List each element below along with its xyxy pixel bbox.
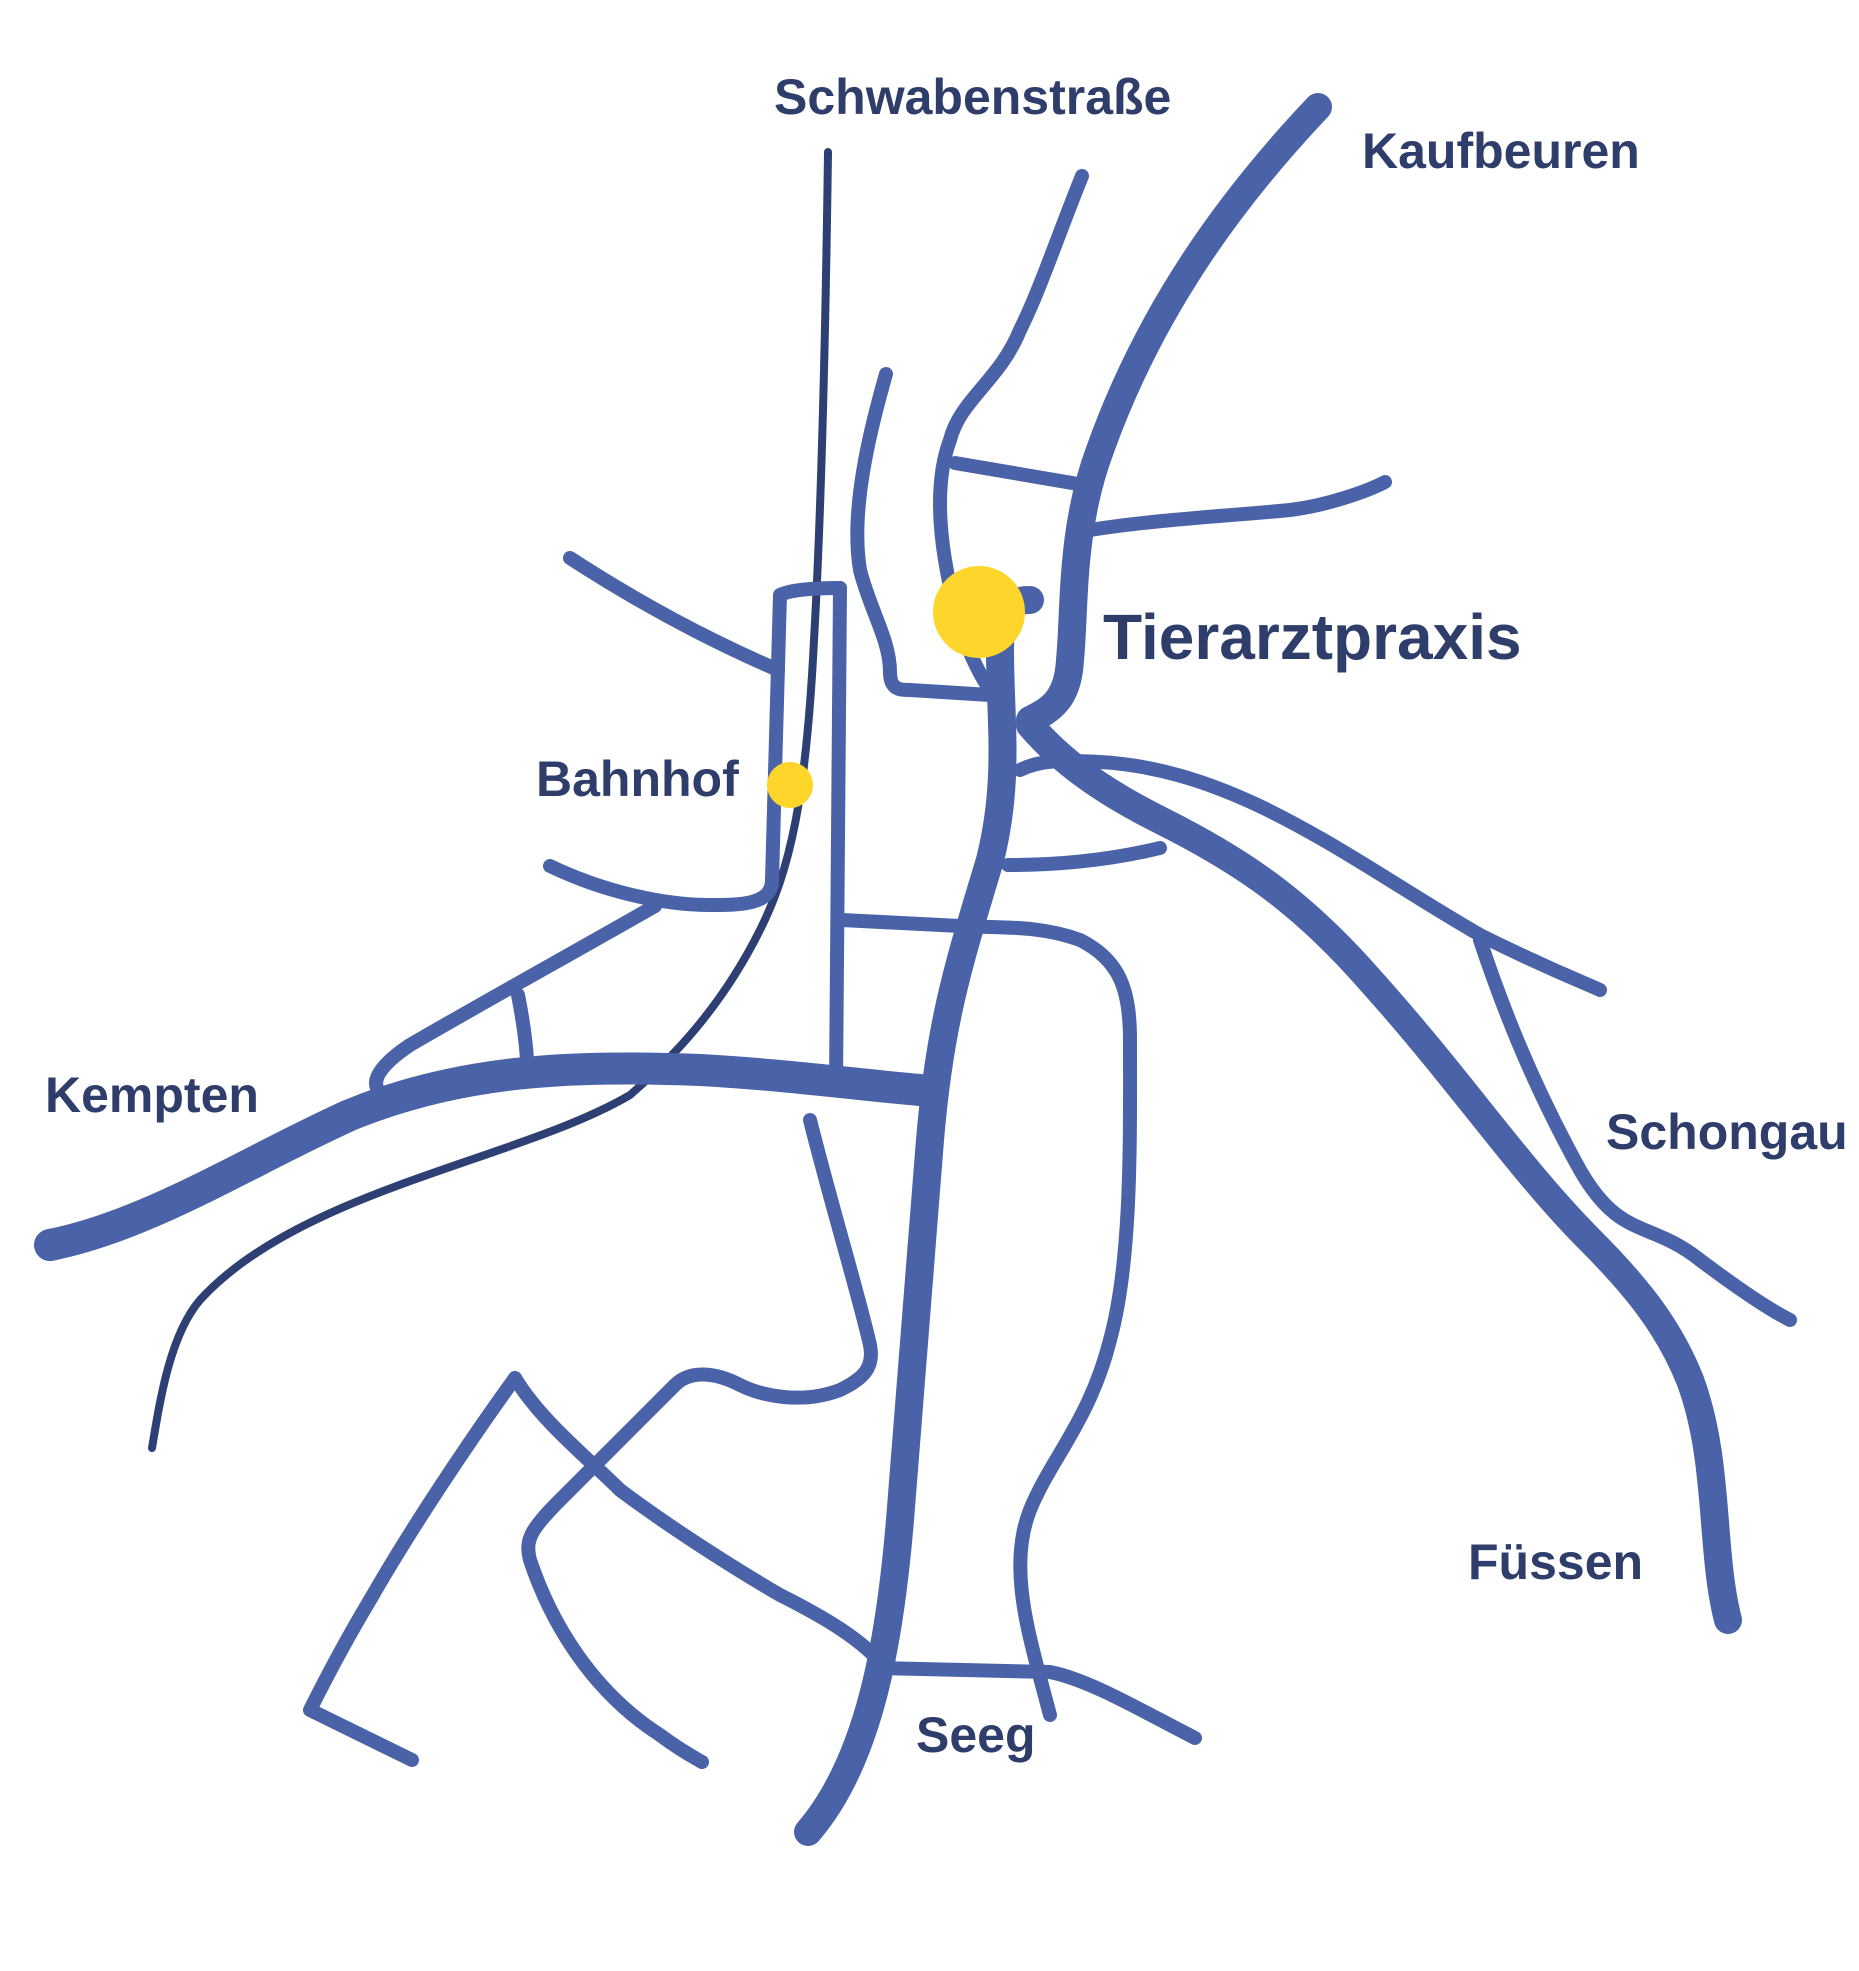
railway-line xyxy=(148,148,832,1452)
label-schongau: Schongau xyxy=(1606,1104,1848,1160)
bahnhof-marker[interactable] xyxy=(767,762,813,808)
label-schwabenstrasse: Schwabenstraße xyxy=(774,69,1172,125)
road-east-upper xyxy=(1083,475,1392,537)
road-south-center xyxy=(521,1113,878,1769)
road-kaufbeuren xyxy=(1016,93,1332,734)
road-northwest xyxy=(563,551,785,677)
road-east-cross xyxy=(1001,841,1167,872)
road-fuessen xyxy=(1016,711,1742,1634)
label-kaufbeuren: Kaufbeuren xyxy=(1362,123,1640,179)
label-kempten: Kempten xyxy=(45,1067,259,1123)
label-tierarztpraxis: Tierarztpraxis xyxy=(1103,601,1522,673)
road-south-diagonal xyxy=(508,1371,885,1667)
road-bahnhof-vertical xyxy=(829,581,847,1092)
label-fuessen: Füssen xyxy=(1468,1534,1644,1590)
road-north-connector xyxy=(948,456,1085,491)
road-bahnhof-loop xyxy=(543,581,847,912)
road-schongau xyxy=(1013,753,1607,997)
road-southwest xyxy=(303,1371,522,1767)
road-seeg xyxy=(873,1661,1202,1745)
road-to-kempten xyxy=(369,899,662,1097)
highway-kempten xyxy=(34,1052,936,1261)
road-schongau-branch xyxy=(1473,933,1797,1327)
label-seeg: Seeg xyxy=(916,1707,1036,1763)
road-short-connector xyxy=(511,988,535,1082)
main-road-south xyxy=(794,586,1044,1846)
road-town-north xyxy=(850,367,997,702)
label-bahnhof: Bahnhof xyxy=(536,751,739,807)
tierarztpraxis-marker[interactable] xyxy=(933,566,1025,658)
road-middle-cross xyxy=(835,913,1138,1722)
